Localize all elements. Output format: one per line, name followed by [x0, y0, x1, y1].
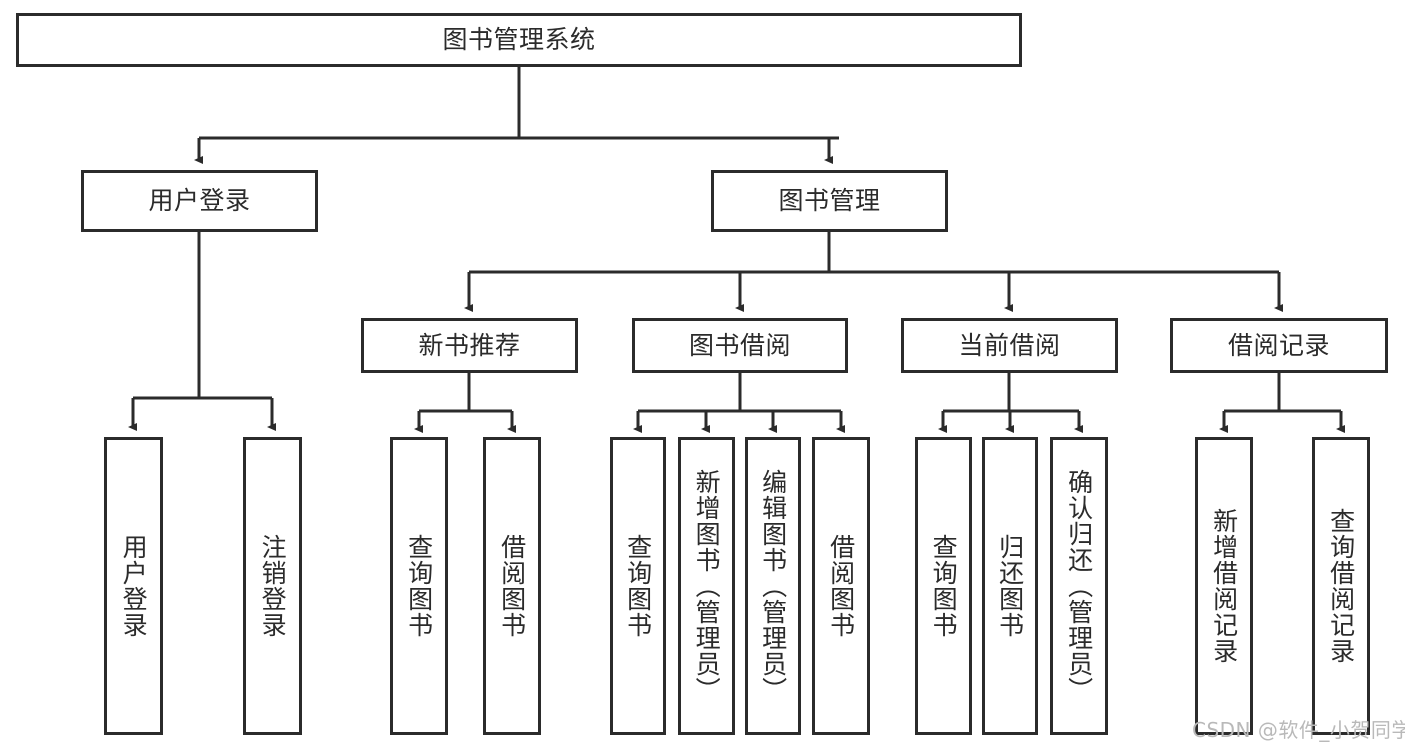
node-label: 查询图书 [623, 534, 653, 638]
leaf-query-book-current[interactable]: 查询图书 [915, 437, 972, 735]
leaf-user-login[interactable]: 用户登录 [104, 437, 163, 735]
leaf-return-book[interactable]: 归还图书 [982, 437, 1038, 735]
node-label: 借阅记录 [1227, 330, 1330, 360]
node-label: 新增借阅记录 [1209, 508, 1239, 664]
node-borrow-record[interactable]: 借阅记录 [1170, 318, 1388, 373]
leaf-query-book-borrow[interactable]: 查询图书 [610, 437, 666, 735]
csdn-watermark: CSDN @软件_小贺同学 [1192, 718, 1405, 742]
node-user-login[interactable]: 用户登录 [81, 170, 318, 232]
node-root-system[interactable]: 图书管理系统 [16, 13, 1022, 67]
leaf-logout[interactable]: 注销登录 [243, 437, 302, 735]
leaf-confirm-return-admin[interactable]: 确认归还（管理员） [1050, 437, 1108, 735]
node-label: 借阅图书 [497, 534, 527, 638]
node-label: 新书推荐 [418, 330, 521, 360]
node-current-borrow[interactable]: 当前借阅 [901, 318, 1118, 373]
node-label: 确认归还（管理员） [1064, 469, 1094, 703]
leaf-borrow-book-newbook[interactable]: 借阅图书 [483, 437, 541, 735]
node-label: 查询借阅记录 [1326, 508, 1356, 664]
node-label: 用户登录 [119, 534, 149, 638]
node-label: 用户登录 [148, 186, 251, 216]
node-new-book-recommend[interactable]: 新书推荐 [361, 318, 578, 373]
node-label: 图书借阅 [688, 330, 791, 360]
node-label: 查询图书 [404, 534, 434, 638]
node-label: 注销登录 [258, 534, 288, 638]
node-label: 归还图书 [995, 534, 1025, 638]
leaf-query-book-newbook[interactable]: 查询图书 [390, 437, 448, 735]
leaf-edit-book-admin[interactable]: 编辑图书（管理员） [745, 437, 801, 735]
leaf-query-borrow-record[interactable]: 查询借阅记录 [1312, 437, 1370, 735]
node-label: 借阅图书 [826, 534, 856, 638]
leaf-add-book-admin[interactable]: 新增图书（管理员） [678, 437, 735, 735]
leaf-add-borrow-record[interactable]: 新增借阅记录 [1195, 437, 1253, 735]
node-label: 图书管理 [778, 186, 881, 216]
node-book-borrow[interactable]: 图书借阅 [632, 318, 848, 373]
node-label: 图书管理系统 [442, 25, 596, 55]
node-book-manage[interactable]: 图书管理 [711, 170, 948, 232]
node-label: 查询图书 [929, 534, 959, 638]
node-label: 当前借阅 [958, 330, 1061, 360]
leaf-borrow-book[interactable]: 借阅图书 [812, 437, 870, 735]
node-label: 编辑图书（管理员） [758, 469, 788, 703]
node-label: 新增图书（管理员） [692, 469, 722, 703]
